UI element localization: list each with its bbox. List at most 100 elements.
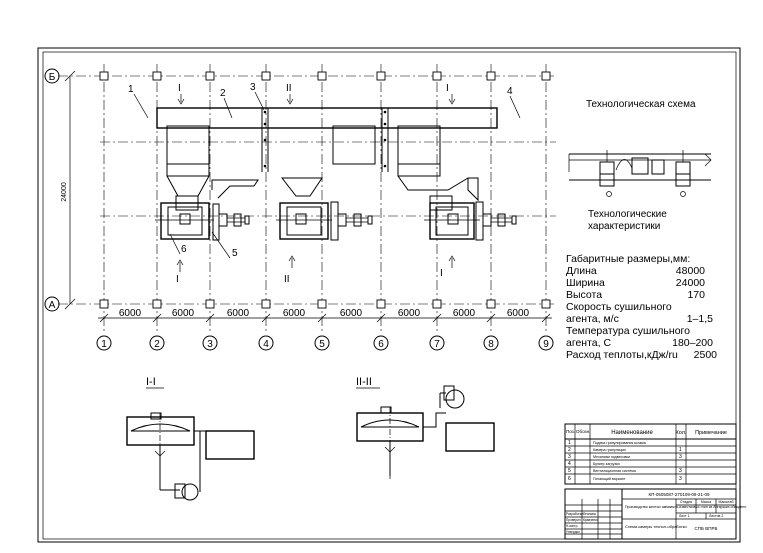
spec-label: Длина bbox=[566, 265, 597, 277]
spacing-label: 6000 bbox=[172, 308, 195, 319]
role-label: Проверил bbox=[566, 518, 581, 522]
table-cell: 1 bbox=[679, 447, 682, 453]
callout-label: 2 bbox=[220, 88, 226, 99]
table-header: Наименование bbox=[611, 430, 653, 436]
spacing-labels: 6000 6000 6000 6000 6000 6000 6000 6000 bbox=[119, 308, 530, 319]
width-dimension-value: 24000 bbox=[61, 182, 68, 202]
section-label: II-II bbox=[356, 376, 372, 388]
spacing-label: 6000 bbox=[507, 308, 530, 319]
cut-mark-label: I bbox=[176, 274, 179, 285]
organization: СПБ ВПРБ bbox=[695, 526, 718, 531]
spacing-label: 6000 bbox=[453, 308, 476, 319]
table-cell: 1 bbox=[568, 440, 571, 446]
unit-1 bbox=[155, 163, 259, 241]
table-cell: Механизм подвесовки bbox=[593, 455, 630, 459]
table-cell: Питающий вариант bbox=[593, 477, 626, 481]
spec-label: Ширина bbox=[566, 277, 605, 289]
callout-label: 4 bbox=[507, 86, 513, 97]
sheet-count: Листов 2 bbox=[709, 514, 723, 518]
unit-3 bbox=[397, 163, 517, 241]
table-cell: 6 bbox=[568, 476, 571, 482]
callout-label: 1 bbox=[128, 84, 134, 95]
spec-label: Высота bbox=[566, 289, 602, 301]
inner-frame bbox=[42, 51, 737, 540]
column-axis-label: 7 bbox=[434, 339, 440, 350]
spec-label: Температура сушильного bbox=[566, 325, 690, 337]
row-axis-label: А bbox=[49, 300, 56, 311]
row-axis-b: Б bbox=[44, 68, 60, 84]
cut-mark-label: I bbox=[440, 268, 443, 279]
callouts: 1 2 3 4 5 6 bbox=[128, 82, 521, 259]
spec-value: 24000 bbox=[676, 277, 705, 289]
unit-2 bbox=[276, 177, 373, 241]
scheme-title: Технологическая схема bbox=[586, 99, 696, 110]
column-axis-label: 9 bbox=[543, 339, 549, 350]
table-header: Поз. bbox=[566, 429, 575, 434]
callout-label: 6 bbox=[181, 244, 187, 255]
row-axis-a: А bbox=[44, 296, 60, 312]
spacing-ticks bbox=[99, 313, 551, 323]
cut-mark-label: II bbox=[284, 274, 290, 285]
column-axis-label: 6 bbox=[378, 339, 384, 350]
table-cell: 3 bbox=[568, 454, 571, 460]
cut-mark-label: II bbox=[286, 83, 292, 94]
column-axis-label: 8 bbox=[488, 339, 494, 350]
sheet-frame bbox=[37, 47, 741, 543]
table-cell: Вентиляционная система bbox=[593, 469, 636, 473]
spacing-label: 6000 bbox=[227, 308, 250, 319]
spec-value: 48000 bbox=[676, 265, 705, 277]
role-label: Н.контр. bbox=[566, 524, 578, 528]
section-ii-ii: II-II bbox=[356, 376, 495, 480]
cut-marks: I II I I II I bbox=[176, 83, 456, 285]
table-cell: Камера грануляции bbox=[593, 448, 626, 452]
table-cell: 3 bbox=[679, 454, 682, 460]
spec-value: 1–1,5 bbox=[687, 313, 713, 325]
drawing-code: КП-0505087-270109-09-21-09 bbox=[649, 492, 710, 497]
plan-view: Б А 24000 6000 6000 6000 6000 6000 6000 … bbox=[44, 64, 556, 351]
row-axis-label: Б bbox=[49, 72, 56, 83]
chamber bbox=[166, 125, 210, 165]
column-axis-label: 5 bbox=[319, 339, 325, 350]
sheet-number: Лист 1 bbox=[679, 514, 690, 518]
role-label: Разработал bbox=[566, 512, 583, 516]
stamp-header: Стадия bbox=[680, 500, 692, 504]
table-cell: 5 bbox=[568, 468, 571, 474]
person-name: Леонова bbox=[583, 512, 596, 516]
callout-label: 5 bbox=[232, 248, 238, 259]
specs-list: Габаритные размеры,мм: Длина 48000 Ширин… bbox=[566, 253, 717, 361]
title-block: КП-0505087-270109-09-21-09 Производство … bbox=[564, 488, 747, 540]
callout-label: 3 bbox=[250, 82, 256, 93]
table-cell: 4 bbox=[568, 461, 571, 467]
spacing-label: 6000 bbox=[398, 308, 421, 319]
duct-bolts bbox=[263, 110, 387, 168]
stamp-header: Масштаб bbox=[719, 500, 734, 504]
cut-mark-label: I bbox=[178, 83, 181, 94]
person-name: Кравченко bbox=[583, 518, 599, 522]
table-cell: 3 bbox=[679, 468, 682, 474]
column-axis-label: 3 bbox=[207, 339, 213, 350]
stamp-header: Масса bbox=[701, 500, 711, 504]
section-i-i: I-I bbox=[126, 376, 255, 501]
columns bbox=[99, 71, 551, 309]
table-cell: 2 bbox=[568, 447, 571, 453]
spec-label: агента, м/с bbox=[566, 313, 619, 325]
spec-label: Габаритные размеры,мм: bbox=[566, 253, 690, 265]
table-cell: 3 bbox=[679, 476, 682, 482]
spec-value: 2500 bbox=[694, 349, 718, 361]
column-axis-label: 4 bbox=[263, 339, 269, 350]
table-cell: Подача гранулирования шлама bbox=[593, 441, 646, 445]
spacing-label: 6000 bbox=[119, 308, 142, 319]
spec-label: агента, С bbox=[566, 337, 611, 349]
characteristics-title: Технологические характеристики bbox=[588, 209, 670, 232]
spacing-label: 6000 bbox=[283, 308, 306, 319]
role-label: Утвердил bbox=[566, 530, 580, 534]
table-header: Примечание bbox=[695, 430, 727, 436]
chamber bbox=[332, 125, 376, 165]
main-duct bbox=[156, 107, 498, 129]
table-rows: 1 Подача гранулирования шлама 2 Камера г… bbox=[568, 440, 682, 482]
column-axis-label: 2 bbox=[154, 339, 160, 350]
table-cell: Бункер загрузки bbox=[593, 462, 620, 466]
table-header: Обозн. bbox=[576, 429, 590, 434]
spacing-label: 6000 bbox=[340, 308, 363, 319]
